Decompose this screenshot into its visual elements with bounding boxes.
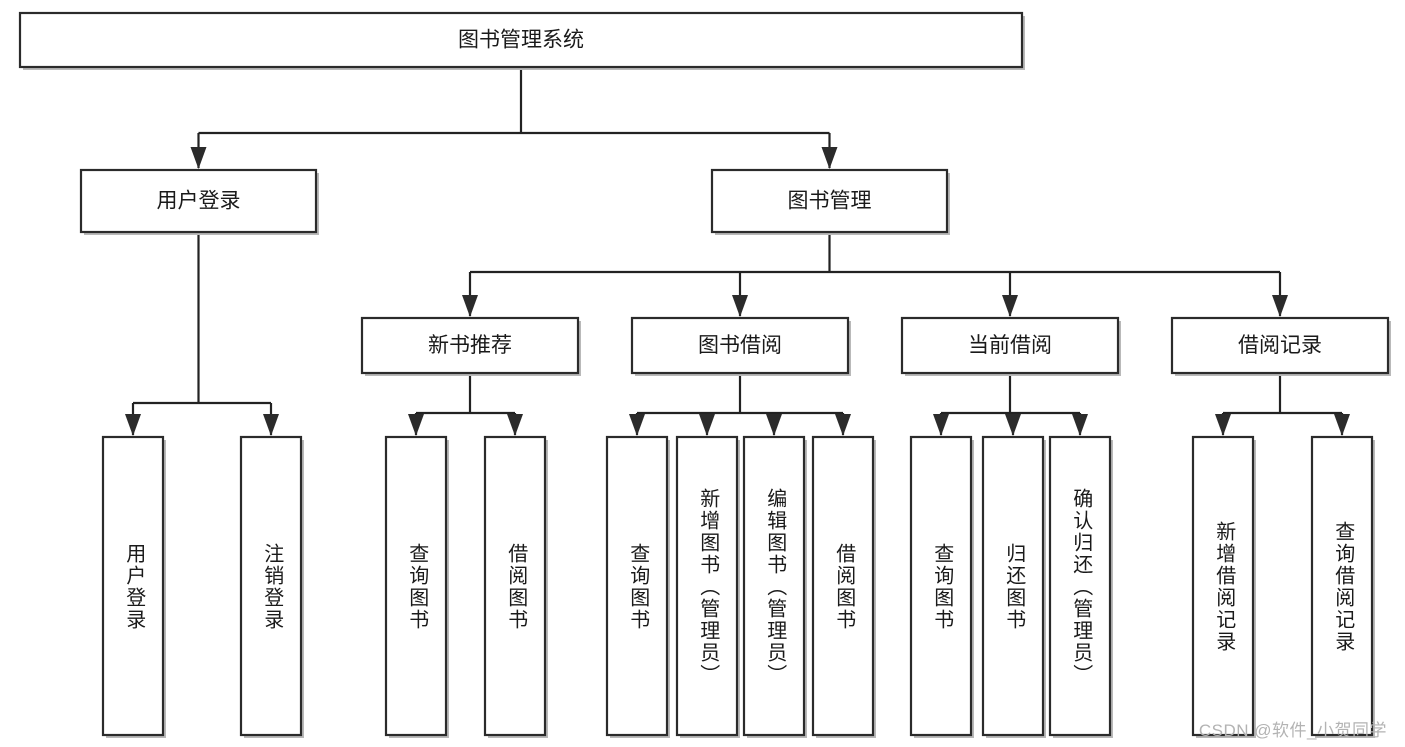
- node-label: 新书推荐: [428, 334, 512, 357]
- arrow-head-icon: [766, 414, 782, 436]
- arrow-head-icon: [1272, 295, 1288, 317]
- node-level2-图书借阅[interactable]: 图书借阅: [630, 316, 851, 376]
- arrow-head-icon: [732, 295, 748, 317]
- node-leaf-10[interactable]: [1048, 435, 1113, 738]
- node-level1-图书管理[interactable]: 图书管理: [710, 168, 950, 235]
- arrow-head-icon: [462, 295, 478, 317]
- arrow-head-icon: [190, 147, 207, 169]
- node-level2-新书推荐[interactable]: 新书推荐: [360, 316, 581, 376]
- node-leaf-11[interactable]: [1191, 435, 1256, 738]
- node-leaf-1[interactable]: [239, 435, 304, 738]
- node-label: 图书借阅: [698, 334, 782, 357]
- arrow-head-icon: [1005, 414, 1021, 436]
- node-leaf-3[interactable]: [483, 435, 548, 738]
- arrow-head-icon: [125, 414, 141, 436]
- node-leaf-7[interactable]: [811, 435, 876, 738]
- node-label: 当前借阅: [968, 334, 1052, 357]
- watermark-text: CSDN @软件_小贺同学: [1198, 721, 1387, 740]
- node-leaf-0[interactable]: [101, 435, 166, 738]
- node-label: 图书管理系统: [458, 29, 584, 52]
- node-leaf-12[interactable]: [1310, 435, 1375, 738]
- node-leaf-4[interactable]: [605, 435, 670, 738]
- arrow-head-icon: [1072, 414, 1088, 436]
- arrow-head-icon: [821, 147, 838, 169]
- node-leaf-8[interactable]: [909, 435, 974, 738]
- arrow-head-icon: [507, 414, 523, 436]
- arrow-head-icon: [1215, 414, 1231, 436]
- node-level1-用户登录[interactable]: 用户登录: [79, 168, 319, 235]
- node-leaf-5[interactable]: [675, 435, 740, 738]
- node-leaf-2[interactable]: [384, 435, 449, 738]
- arrow-head-icon: [699, 414, 715, 436]
- arrow-head-icon: [835, 414, 851, 436]
- node-level2-借阅记录[interactable]: 借阅记录: [1170, 316, 1391, 376]
- node-leaf-9[interactable]: [981, 435, 1046, 738]
- arrow-head-icon: [933, 414, 949, 436]
- arrow-head-icon: [408, 414, 424, 436]
- node-label: 借阅记录: [1238, 334, 1322, 357]
- node-label: 图书管理: [788, 190, 872, 213]
- connectors-layer: [125, 67, 1350, 436]
- node-level2-当前借阅[interactable]: 当前借阅: [900, 316, 1121, 376]
- arrow-head-icon: [1334, 414, 1350, 436]
- arrow-head-icon: [263, 414, 279, 436]
- arrow-head-icon: [629, 414, 645, 436]
- arrow-head-icon: [1002, 295, 1018, 317]
- node-label: 用户登录: [157, 190, 241, 213]
- node-leaf-6[interactable]: [742, 435, 807, 738]
- node-root-图书管理系统[interactable]: 图书管理系统: [18, 11, 1025, 70]
